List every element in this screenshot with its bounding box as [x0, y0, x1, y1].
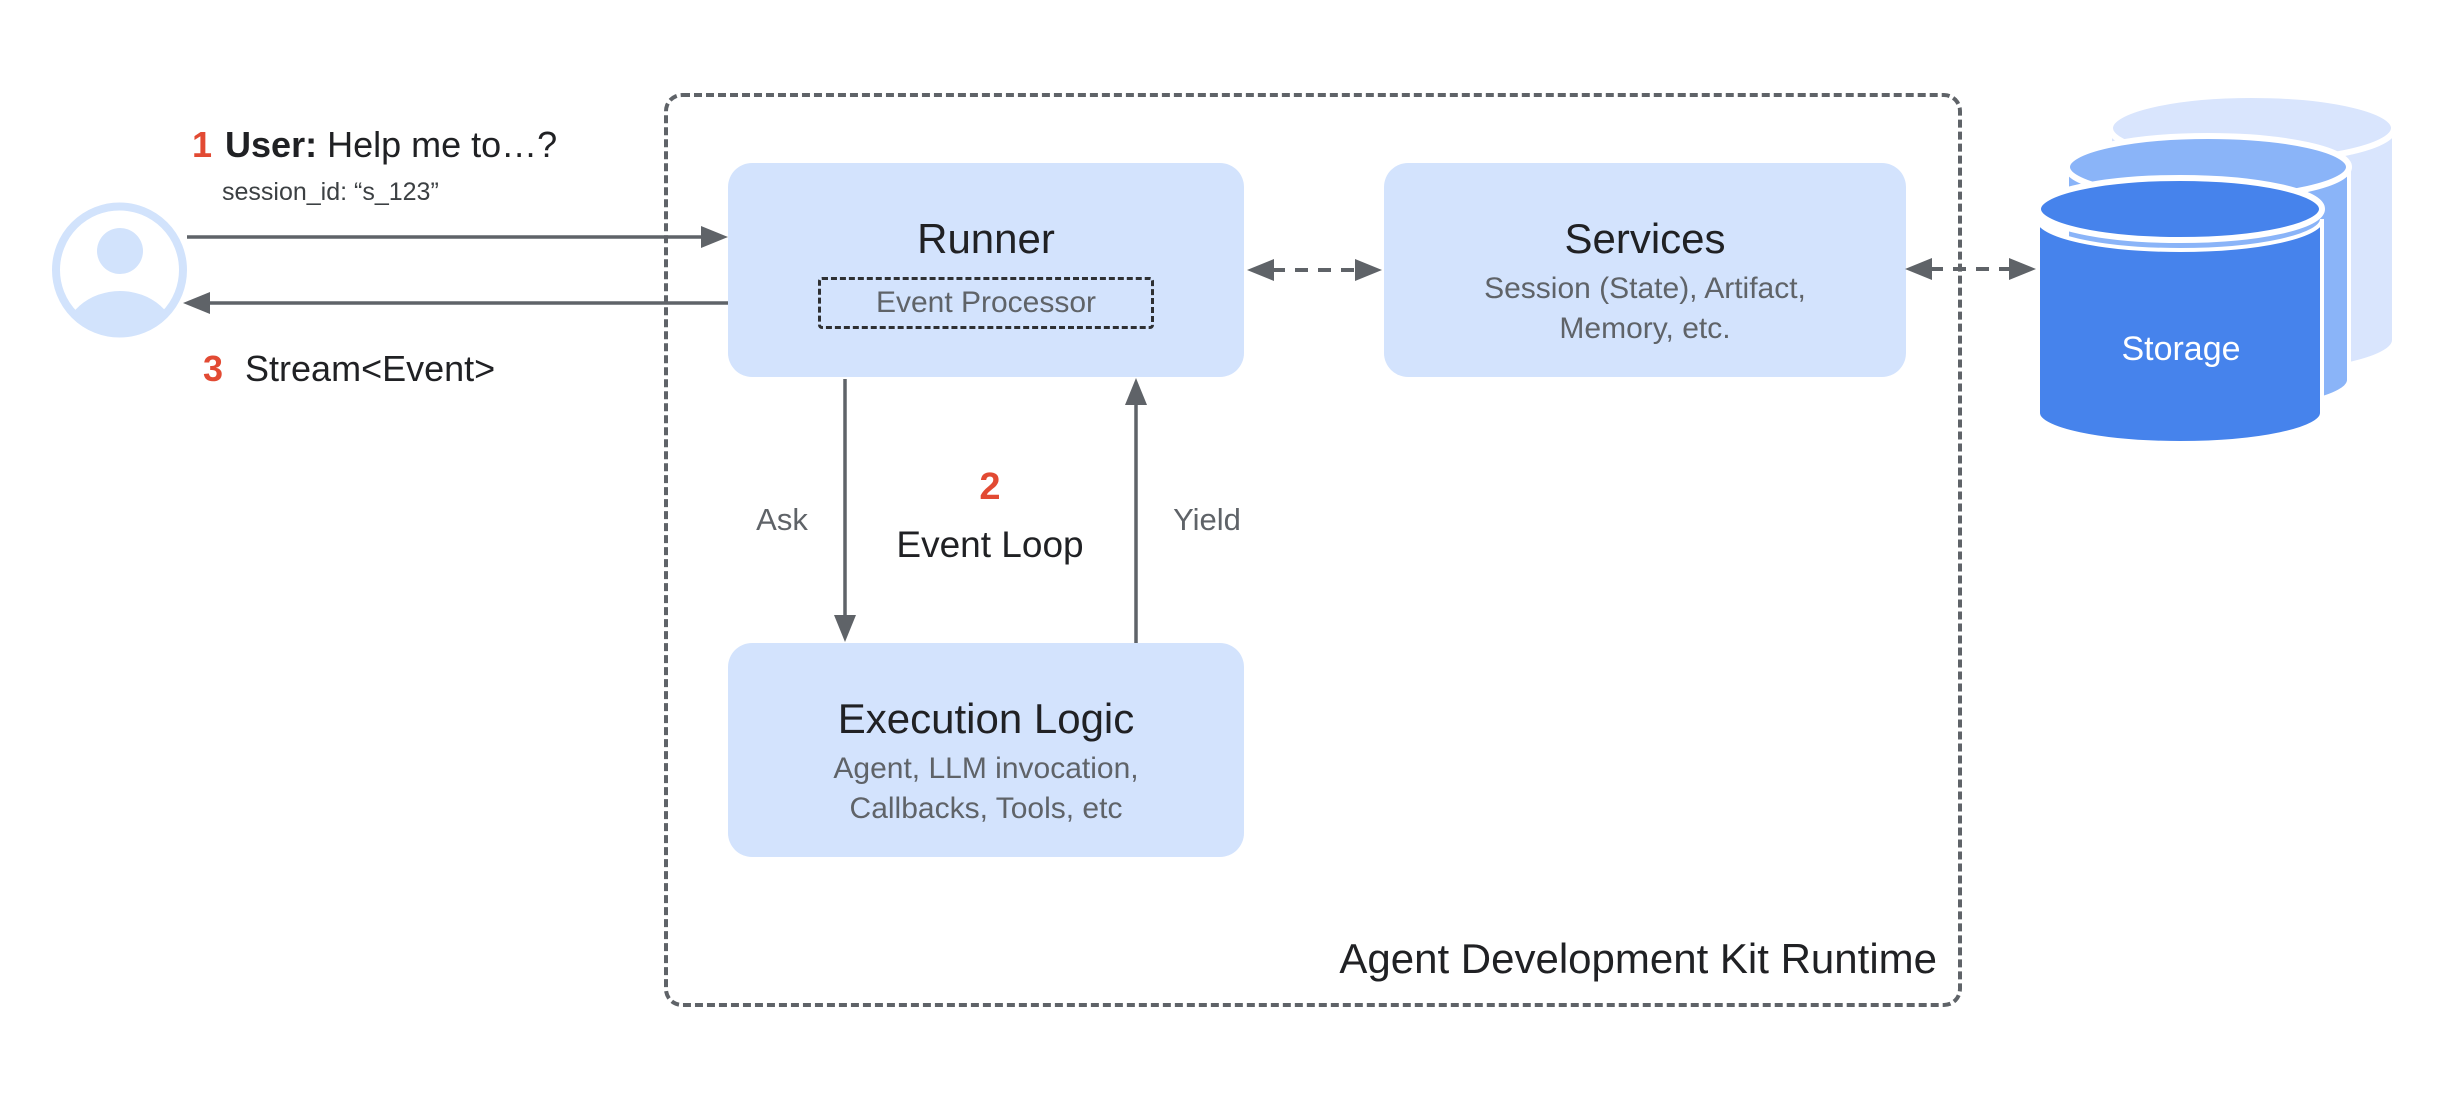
adk-runtime-label: Agent Development Kit Runtime	[1339, 935, 1937, 982]
user-request-arrow	[187, 226, 728, 248]
services-subtitle: Session (State), Artifact, Memory, etc.	[1384, 269, 1906, 349]
event-processor-label: Event Processor	[875, 286, 1097, 319]
execution-logic-subtitle: Agent, LLM invocation, Callbacks, Tools,…	[728, 749, 1244, 829]
step1-number: 1	[192, 124, 213, 165]
avatar-shoulders	[63, 291, 177, 330]
step3-text: Stream<Event>	[245, 348, 496, 389]
avatar-circle	[52, 202, 187, 338]
storage-front-lid	[2035, 175, 2325, 243]
services-subtitle-line1: Session (State), Artifact,	[1484, 272, 1806, 305]
step1-message: Help me to…?	[327, 124, 558, 165]
services-title: Services	[1564, 215, 1726, 262]
step3-number: 3	[203, 348, 224, 389]
step1-speaker: User:	[225, 124, 318, 165]
ask-label: Ask	[756, 502, 808, 537]
step3-stream-label: 3 Stream<Event>	[203, 346, 495, 392]
stream-response-arrow	[183, 292, 728, 314]
storage-cylinders-icon	[2035, 92, 2397, 445]
step2-number: 2	[979, 466, 1001, 508]
services-node: Services Session (State), Artifact, Memo…	[1384, 163, 1906, 377]
runner-node: Runner Event Processor	[728, 163, 1244, 377]
execution-logic-node: Execution Logic Agent, LLM invocation, C…	[728, 643, 1244, 857]
user-avatar-icon	[52, 202, 187, 338]
event-loop-text: Event Loop	[896, 524, 1084, 565]
step1-user-request-label: 1 User: Help me to…?	[192, 122, 557, 168]
yield-label: Yield	[1173, 502, 1241, 537]
avatar-head	[97, 228, 143, 274]
storage-label: Storage	[2121, 330, 2241, 368]
runner-title: Runner	[917, 215, 1055, 262]
storage-mid-lid	[2064, 133, 2352, 201]
services-subtitle-line2: Memory, etc.	[1559, 312, 1731, 345]
execution-subtitle-line2: Callbacks, Tools, etc	[849, 792, 1123, 825]
execution-subtitle-line1: Agent, LLM invocation,	[833, 752, 1139, 785]
execution-logic-title: Execution Logic	[837, 695, 1135, 742]
storage-mid-body	[2065, 165, 2351, 413]
storage-back-lid	[2107, 92, 2397, 164]
step2-event-loop-label: 2 Event Loop	[840, 464, 1140, 568]
adk-runtime-container	[664, 93, 1962, 1007]
session-id-label: session_id: “s_123”	[222, 178, 439, 206]
event-processor-box: Event Processor	[818, 277, 1154, 329]
